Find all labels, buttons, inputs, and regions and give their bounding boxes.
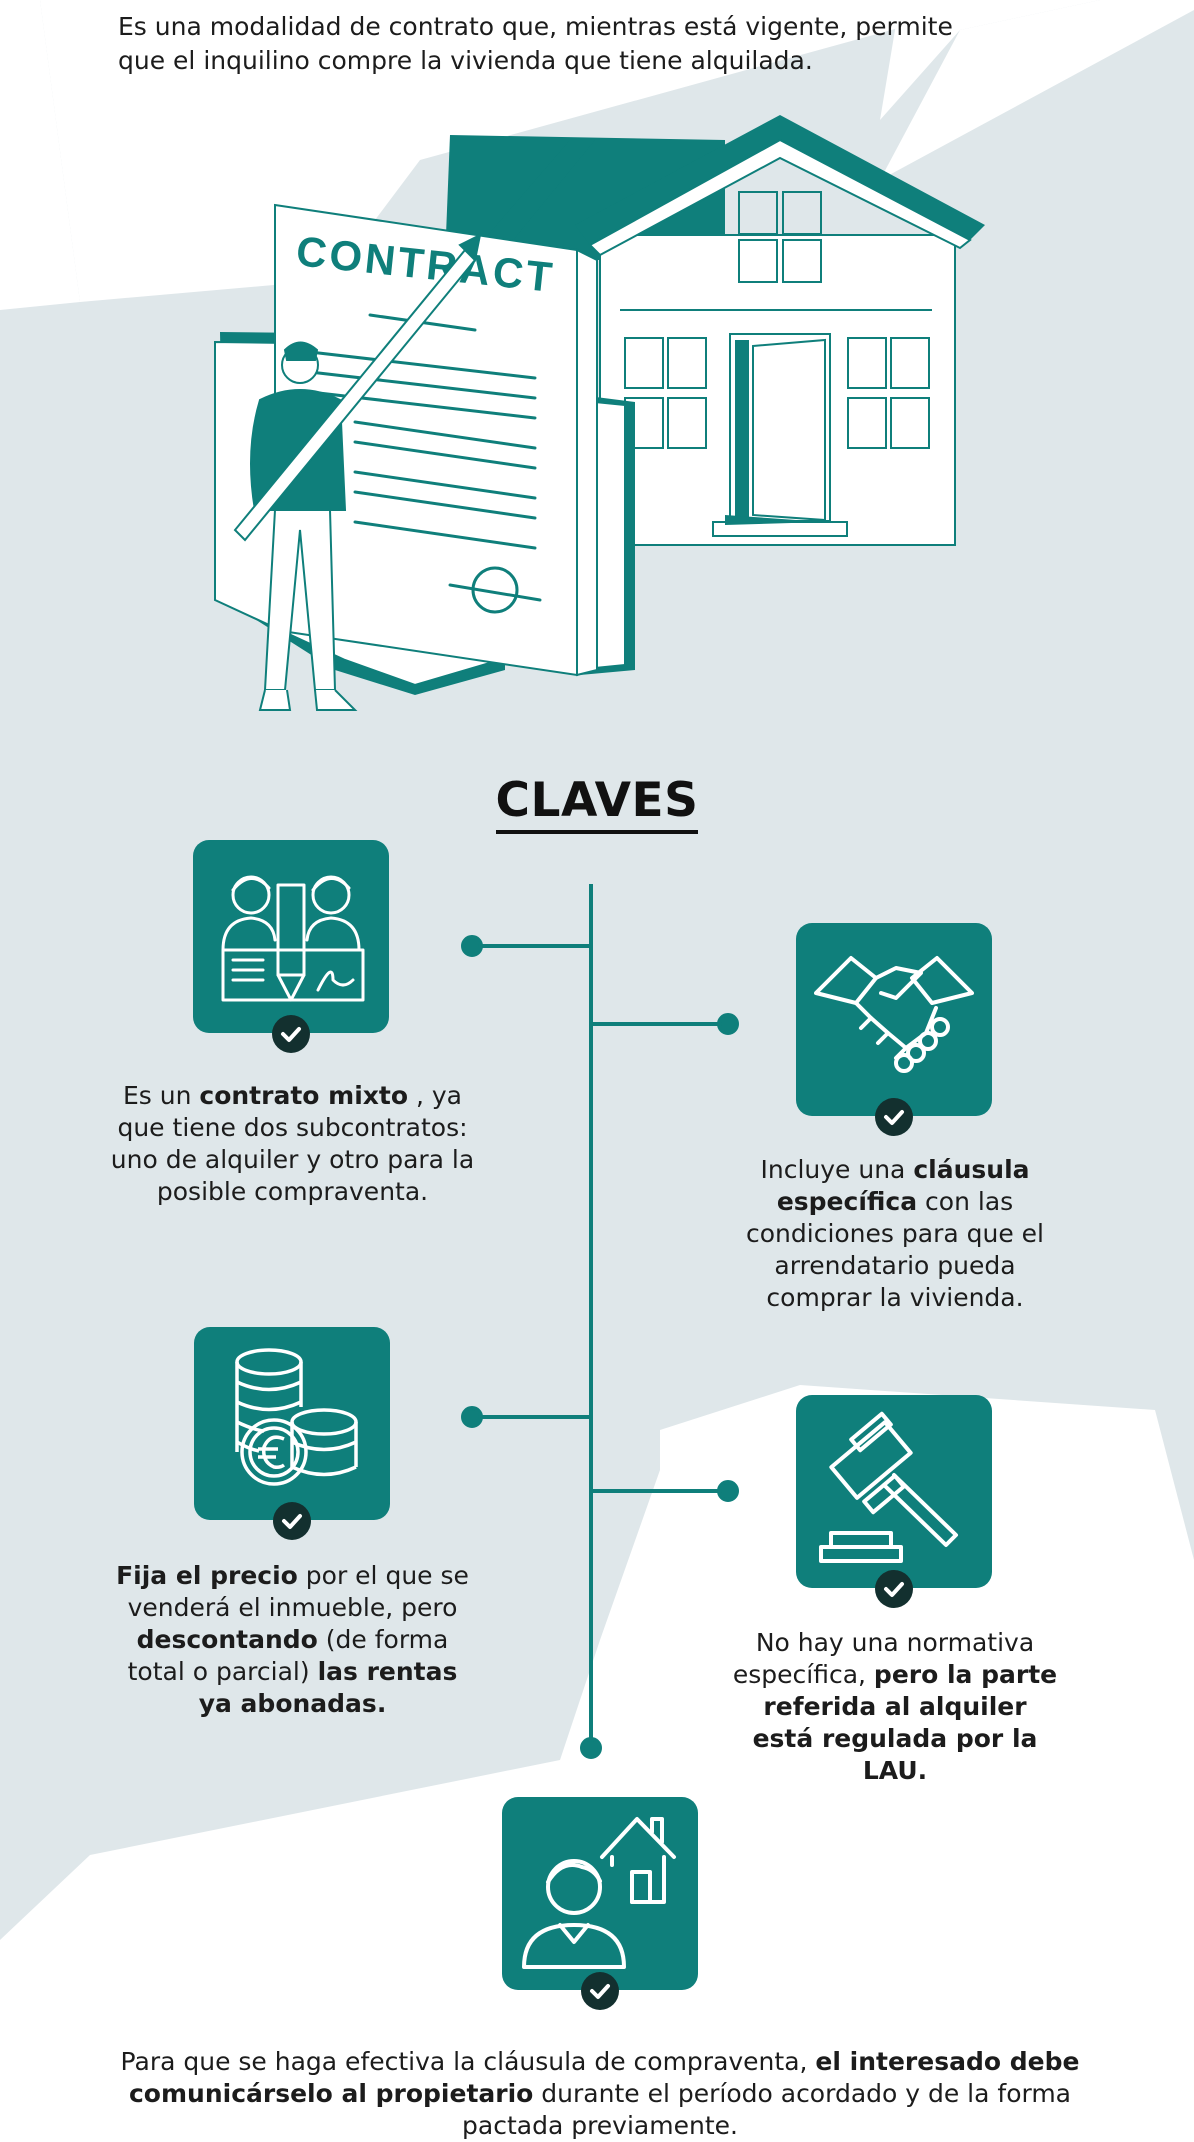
contract-house-illustration: CONTRACT xyxy=(214,115,985,711)
check-badge xyxy=(272,1015,310,1053)
text-run: por el que se venderá el inmueble, pero xyxy=(127,1561,469,1622)
check-badge xyxy=(581,1972,619,2010)
check-icon xyxy=(590,1984,610,1999)
text-run: durante el período acordado y de la form… xyxy=(462,2079,1072,2140)
check-badge xyxy=(875,1570,913,1608)
text-run: Fija el precio xyxy=(116,1561,298,1590)
text-run: las rentas ya abonadas. xyxy=(198,1657,458,1718)
item-4-text: No hay una normativa específica, pero la… xyxy=(730,1627,1060,1787)
intro-text: Es una modalidad de contrato que, mientr… xyxy=(118,10,998,78)
item-1-text: Es un contrato mixto , ya que tiene dos … xyxy=(105,1080,480,1208)
contract-signing-icon xyxy=(221,875,365,1002)
claves-title: CLAVES xyxy=(495,773,699,834)
text-run: Es un xyxy=(122,1081,200,1110)
text-run: , ya que tiene dos subcontratos: uno de … xyxy=(110,1081,475,1206)
text-run: No hay una normativa específica, xyxy=(732,1628,1035,1689)
claves-heading: CLAVES xyxy=(0,773,1194,834)
check-icon xyxy=(282,1514,302,1529)
euro-coins-tile xyxy=(194,1327,390,1540)
text-run: descontando xyxy=(136,1625,318,1654)
intro-line-1: Es una modalidad de contrato que, mientr… xyxy=(118,12,953,41)
item-3-text: Fija el precio por el que se venderá el … xyxy=(110,1560,475,1720)
text-run: Incluye una xyxy=(760,1155,914,1184)
check-icon xyxy=(281,1027,301,1042)
handshake-icon xyxy=(814,956,974,1073)
intro-line-2: que el inquilino compre la vivienda que … xyxy=(118,46,813,75)
person-house-tile xyxy=(502,1797,698,2010)
contract-signing-tile xyxy=(193,840,389,1053)
text-run: Para que se haga efectiva la cláusula de… xyxy=(120,2047,816,2076)
person-house-icon xyxy=(522,1817,676,1969)
handshake-tile xyxy=(796,923,992,1136)
item-5-text: Para que se haga efectiva la cláusula de… xyxy=(120,2046,1080,2142)
check-icon xyxy=(884,1110,904,1125)
check-icon xyxy=(884,1582,904,1597)
text-run: contrato mixto xyxy=(199,1081,409,1110)
check-badge xyxy=(875,1098,913,1136)
text-run: (de forma total o parcial) xyxy=(127,1625,449,1686)
gavel-icon xyxy=(819,1411,958,1563)
gavel-tile xyxy=(796,1395,992,1608)
text-run: cláusula específica xyxy=(776,1155,1030,1216)
text-run: pero la parte referida al alquiler está … xyxy=(752,1660,1058,1785)
check-badge xyxy=(273,1502,311,1540)
euro-coins-icon xyxy=(235,1348,358,1486)
text-run: con las condiciones para que el arrendat… xyxy=(746,1187,1044,1312)
item-2-text: Incluye una cláusula específica con las … xyxy=(730,1154,1060,1314)
text-run: el interesado debe comunicárselo al prop… xyxy=(128,2047,1080,2108)
